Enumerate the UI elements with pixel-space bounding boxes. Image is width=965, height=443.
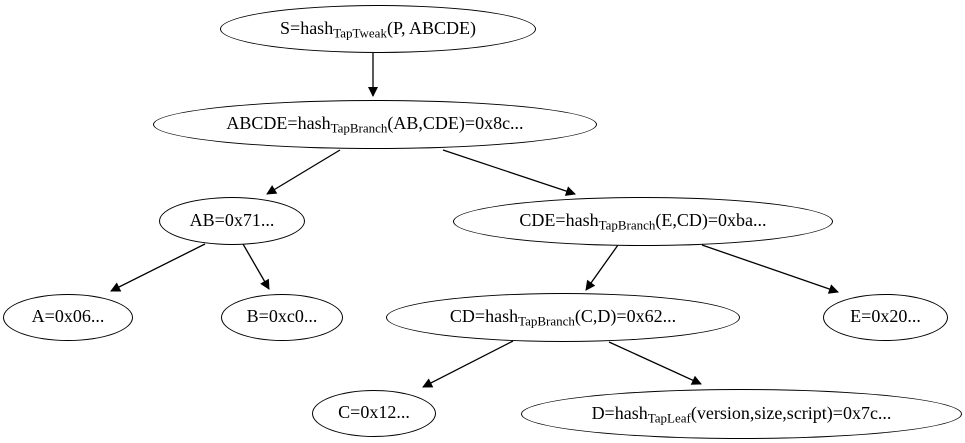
label-text: (AB,CDE)=0x8c... <box>387 113 524 134</box>
node-abcde-label: ABCDE=hashTapBranch(AB,CDE)=0x8c... <box>226 114 523 135</box>
node-a-label: A=0x06... <box>32 307 105 328</box>
label-text: AB=0x71... <box>189 209 275 230</box>
node-e: E=0x20... <box>823 294 948 341</box>
label-text: A=0x06... <box>31 306 105 327</box>
node-cde-label: CDE=hashTapBranch(E,CD)=0xba... <box>519 211 766 232</box>
label-text: (C,D)=0x62... <box>574 306 677 327</box>
edge-cde-cd <box>585 244 619 291</box>
label-text: B=0xc0... <box>246 306 318 327</box>
label-text: CDE=hash <box>519 210 599 231</box>
node-b: B=0xc0... <box>221 294 343 341</box>
label-text: D=hash <box>591 402 648 423</box>
edge-abcde-ab <box>266 149 341 195</box>
edge-ab-b <box>242 243 270 290</box>
node-a: A=0x06... <box>3 294 133 341</box>
node-abcde: ABCDE=hashTapBranch(AB,CDE)=0x8c... <box>153 100 597 149</box>
label-text: ABCDE=hash <box>226 113 331 134</box>
label-subscript: TapTweak <box>333 25 387 41</box>
edge-cd-c <box>422 340 514 388</box>
label-subscript: TapBranch <box>330 120 388 136</box>
node-d: D=hashTapLeaf(version,size,script)=0x7c.… <box>521 389 962 439</box>
node-ab: AB=0x71... <box>159 197 305 245</box>
edge-ab-a <box>110 243 206 292</box>
node-cd-label: CD=hashTapBranch(C,D)=0x62... <box>450 307 676 328</box>
node-d-label: D=hashTapLeaf(version,size,script)=0x7c.… <box>592 404 892 425</box>
label-text: C=0x12... <box>338 402 410 423</box>
node-cde: CDE=hashTapBranch(E,CD)=0xba... <box>453 197 833 246</box>
node-c-label: C=0x12... <box>338 403 410 424</box>
label-text: (P, ABCDE) <box>386 17 476 38</box>
label-subscript: TapBranch <box>598 217 656 233</box>
node-ab-label: AB=0x71... <box>190 211 275 232</box>
label-text: CD=hash <box>449 306 519 327</box>
label-text: (version,size,script)=0x7c... <box>690 402 892 423</box>
node-e-label: E=0x20... <box>850 307 921 328</box>
node-c: C=0x12... <box>312 390 436 437</box>
edge-cd-d <box>608 341 702 385</box>
node-cd: CD=hashTapBranch(C,D)=0x62... <box>386 293 740 342</box>
node-s-label: S=hashTapTweak(P, ABCDE) <box>280 19 476 40</box>
edge-cde-e <box>701 244 839 294</box>
edge-abcde-cde <box>442 149 576 196</box>
label-text: S=hash <box>280 17 334 38</box>
node-b-label: B=0xc0... <box>247 307 318 328</box>
label-subscript: TapBranch <box>518 313 575 329</box>
node-s: S=hashTapTweak(P, ABCDE) <box>220 5 536 53</box>
label-text: (E,CD)=0xba... <box>655 210 767 231</box>
label-subscript: TapLeaf <box>647 410 691 426</box>
label-text: E=0x20... <box>850 306 921 327</box>
